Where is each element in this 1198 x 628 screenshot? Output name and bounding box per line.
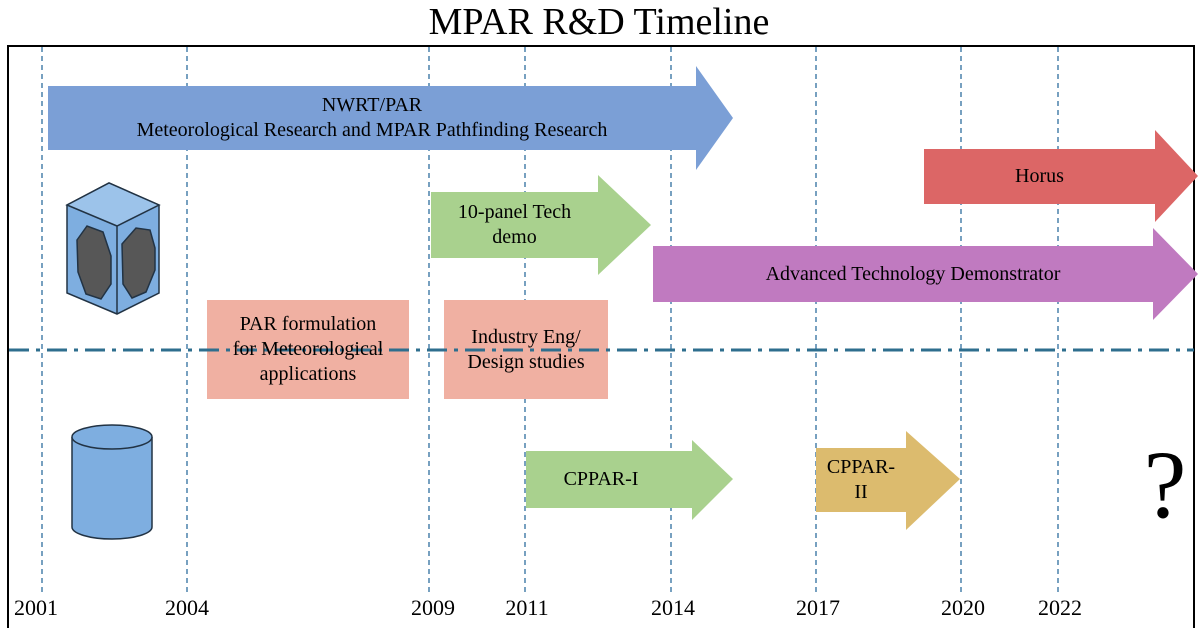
cppar2-arrow <box>816 431 960 530</box>
par-formulation-label: PAR formulation for Meteorological appli… <box>207 300 409 399</box>
nwrt-par-label: NWRT/PAR Meteorological Research and MPA… <box>48 91 696 145</box>
planar-radar-icon <box>65 182 161 315</box>
tech-demo-line2: demo <box>492 226 537 248</box>
year-label-2011: 2011 <box>505 595 549 620</box>
industry-label: Industry Eng/ Design studies <box>444 300 608 399</box>
cppar1-label: CPPAR-I <box>563 468 639 490</box>
tech-demo-label: 10-panel Tech demo <box>431 196 598 254</box>
par-formulation-line1: PAR formulation <box>239 313 377 335</box>
cppar2-line2: II <box>854 481 868 503</box>
tech-demo-line1: 10-panel Tech <box>457 201 572 223</box>
unknown-future-mark: ? <box>1143 431 1187 538</box>
nwrt-par-arrow <box>48 66 733 170</box>
par-formulation-line2: for Meteorological <box>232 338 384 360</box>
tech-demo-arrow <box>431 175 651 275</box>
atd-label: Advanced Technology Demonstrator <box>765 262 1061 285</box>
year-label-2022: 2022 <box>1038 595 1082 620</box>
timeline-frame <box>7 45 1195 628</box>
year-label-2009: 2009 <box>411 595 455 620</box>
horus-label: Horus <box>1015 165 1064 187</box>
page-title: MPAR R&D Timeline <box>428 1 770 43</box>
atd-arrow <box>653 228 1198 320</box>
cppar1-arrow <box>526 440 733 520</box>
year-label-2001: 2001 <box>14 595 58 620</box>
cppar2-label: CPPAR- II <box>816 448 906 512</box>
year-label-2014: 2014 <box>651 595 695 620</box>
horus-arrow <box>924 130 1198 222</box>
industry-line1: Industry Eng/ <box>471 325 581 348</box>
cppar2-line1: CPPAR- <box>826 456 896 478</box>
industry-line2: Design studies <box>467 350 585 373</box>
nwrt-par-title: NWRT/PAR <box>321 94 423 116</box>
year-label-2017: 2017 <box>796 595 840 620</box>
year-label-2020: 2020 <box>941 595 985 620</box>
cylindrical-radar-icon <box>71 424 153 540</box>
year-label-2004: 2004 <box>165 595 209 620</box>
par-formulation-line3: applications <box>259 363 357 385</box>
nwrt-par-subtitle: Meteorological Research and MPAR Pathfin… <box>136 119 608 141</box>
